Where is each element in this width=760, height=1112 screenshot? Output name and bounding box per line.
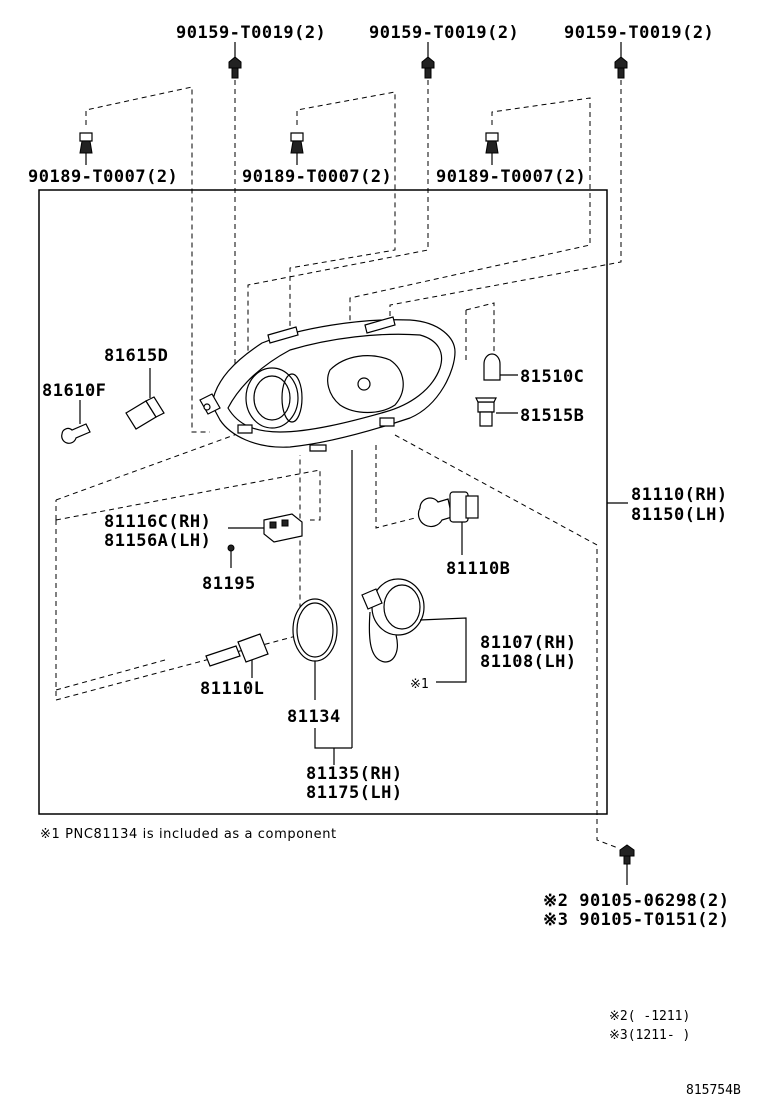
label-81110-rh: 81110(RH)	[631, 485, 728, 505]
label-81515B: 81515B	[520, 406, 584, 426]
bolt-icon	[619, 844, 635, 885]
label-81156A-lh: 81156A(LH)	[104, 531, 211, 551]
label-81107-rh: 81107(RH)	[480, 633, 577, 653]
label-81110B: 81110B	[446, 559, 510, 579]
label-clip-1: 90189-T0007(2)	[28, 167, 178, 187]
clip-icon	[79, 132, 93, 165]
headlight-bulb-icon	[417, 491, 479, 555]
lamp-cover-icon	[361, 578, 467, 683]
bulb-socket-icon	[125, 368, 165, 430]
label-clip-3: 90189-T0007(2)	[436, 167, 586, 187]
bulb-socket-icon	[475, 397, 518, 427]
label-81610F: 81610F	[42, 381, 106, 401]
label-81135-rh: 81135(RH)	[306, 764, 403, 784]
leader-lines	[55, 80, 622, 849]
label-81175-lh: 81175(LH)	[306, 783, 403, 803]
label-81510C: 81510C	[520, 367, 584, 387]
hid-bulb-icon	[205, 633, 269, 678]
label-screw-2: 90159-T0019(2)	[369, 23, 519, 43]
clip-icon	[485, 132, 499, 165]
label-81110L: 81110L	[200, 679, 264, 699]
label-81195: 81195	[202, 574, 256, 594]
label-bolt-1: ※2 90105-06298(2)	[543, 891, 730, 911]
screw-icon	[228, 42, 242, 79]
label-ref-1: ※1	[410, 677, 429, 692]
range-note-2: ※2( -1211)	[609, 1009, 690, 1024]
bulb-icon	[61, 400, 91, 444]
label-81615D: 81615D	[104, 346, 168, 366]
clip-icon	[290, 132, 304, 165]
label-screw-3: 90159-T0019(2)	[564, 23, 714, 43]
footnote: ※1 PNC81134 is included as a component	[40, 827, 337, 842]
label-81108-lh: 81108(LH)	[480, 652, 577, 672]
label-bolt-2: ※3 90105-T0151(2)	[543, 910, 730, 930]
label-screw-1: 90159-T0019(2)	[176, 23, 326, 43]
label-81134: 81134	[287, 707, 341, 727]
assembly-frame	[38, 189, 608, 815]
connector-icon	[228, 513, 303, 543]
screw-icon	[421, 42, 435, 79]
label-clip-2: 90189-T0007(2)	[242, 167, 392, 187]
o-ring-icon	[292, 598, 352, 765]
label-81116C-rh: 81116C(RH)	[104, 512, 211, 532]
label-81150-lh: 81150(LH)	[631, 505, 728, 525]
diagram-id: 815754B	[686, 1083, 741, 1098]
wedge-bulb-icon	[483, 353, 518, 381]
screw-icon	[614, 42, 628, 79]
range-note-3: ※3(1211- )	[609, 1028, 690, 1043]
headlamp-housing	[199, 316, 456, 452]
screw-icon	[227, 544, 235, 568]
